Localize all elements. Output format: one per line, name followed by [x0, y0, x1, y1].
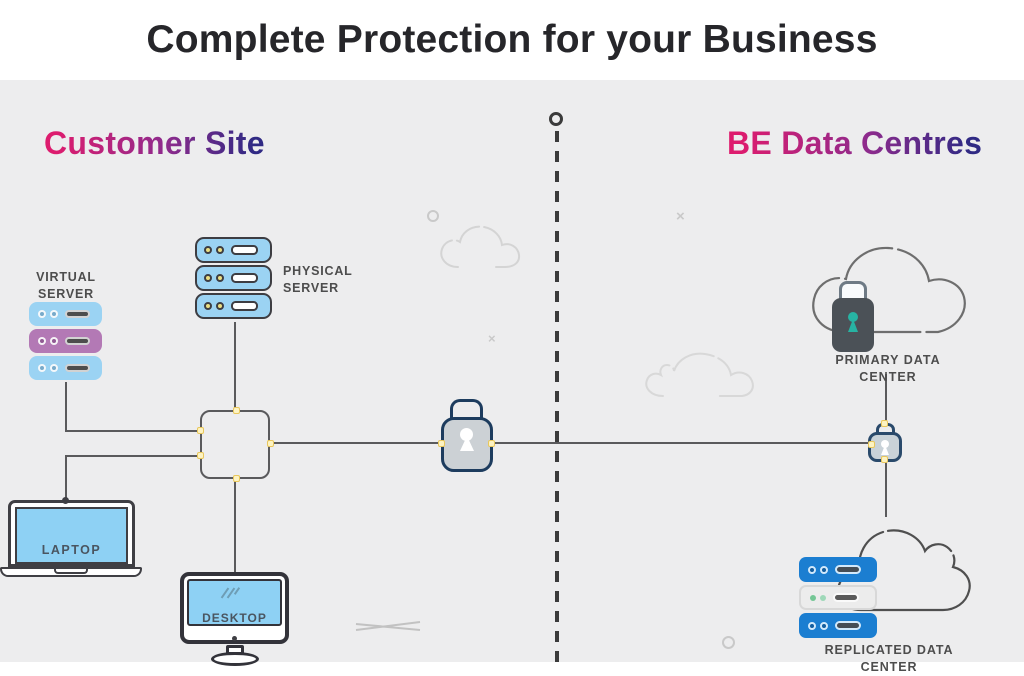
laptop-screen: LAPTOP: [15, 507, 128, 564]
decor-cross-icon: ×: [488, 331, 496, 346]
server-bar: [799, 585, 877, 610]
header: Complete Protection for your Business: [0, 0, 1024, 80]
encryption-lock-shackle: [450, 399, 483, 425]
desktop-label: DESKTOP: [202, 611, 267, 625]
monitor-chin-dot: [232, 636, 237, 641]
laptop-connector-dot: [62, 497, 69, 504]
screen-glare-icon: [220, 587, 241, 599]
virtual-server-label: VIRTUAL SERVER: [36, 270, 96, 301]
connection-line-virtual-down: [64, 382, 67, 431]
junction-port-left-upper: [196, 426, 204, 434]
connection-line-laptop-down: [64, 455, 67, 500]
page-title: Complete Protection for your Business: [146, 18, 878, 61]
decor-cross-icon: ×: [676, 208, 685, 225]
decor-circle: [722, 636, 735, 649]
primary-dc-lock-shackle: [839, 281, 867, 302]
connection-line-virtual-junction: [64, 429, 203, 432]
divider-endpoint-circle: [549, 112, 563, 126]
keyhole-stem: [459, 436, 474, 451]
primary-dc-cloud-icon: [812, 246, 966, 334]
server-bar: [195, 265, 272, 291]
connection-line-primary-lock: [884, 374, 887, 423]
primary-dc-label: PRIMARY DATA CENTER: [835, 353, 941, 384]
replicated-dc-label: REPLICATED DATA CENTER: [824, 643, 954, 674]
decor-circle: [427, 210, 439, 222]
keyhole-icon: [848, 312, 858, 322]
server-bar: [29, 302, 102, 326]
replication-port-left: [868, 441, 875, 448]
physical-server-icon: [195, 237, 272, 321]
connection-line-physical-junction: [233, 322, 236, 411]
junction-port-left-lower: [196, 451, 204, 459]
physical-server-label: PHYSICAL SERVER: [283, 264, 353, 295]
site-divider-dashed-line: [555, 131, 559, 662]
customer-site-title: Customer Site: [44, 125, 265, 161]
virtual-server-icon: [29, 302, 102, 383]
laptop-notch: [54, 569, 88, 574]
network-junction-box: [200, 410, 270, 479]
lock-port-left: [437, 439, 445, 447]
replication-port-bottom: [881, 456, 888, 463]
server-bar: [799, 613, 877, 638]
decor-scribble-icon: [355, 621, 421, 631]
laptop-label: LAPTOP: [41, 543, 102, 557]
keyhole-stem: [880, 445, 889, 455]
connection-line-junction-lock: [271, 441, 442, 444]
desktop-screen: [187, 579, 282, 626]
server-bar: [29, 356, 102, 380]
server-bar: [195, 237, 272, 263]
replicated-server-icon: [799, 557, 877, 641]
be-data-centres-title: BE Data Centres: [727, 125, 983, 161]
server-bar: [799, 557, 877, 582]
keyhole-icon: [881, 440, 889, 448]
decor-cloud-icon: [440, 225, 521, 268]
replication-port-top: [881, 419, 888, 427]
keyhole-stem: [847, 319, 858, 332]
connection-line-junction-desktop: [233, 479, 236, 572]
server-bar: [29, 329, 102, 353]
lock-port-right: [487, 439, 495, 447]
desktop-foot: [211, 652, 259, 666]
laptop-base: [0, 567, 142, 577]
connection-line-junction-laptop: [64, 454, 203, 457]
junction-port-top: [233, 407, 240, 414]
connection-line-lock-replicated: [884, 459, 887, 517]
connection-line-lock-datacentre: [493, 441, 870, 444]
junction-port-right: [266, 439, 274, 447]
junction-port-bottom: [233, 474, 240, 482]
server-bar: [195, 293, 272, 319]
decor-cloud-icon: [645, 352, 754, 397]
